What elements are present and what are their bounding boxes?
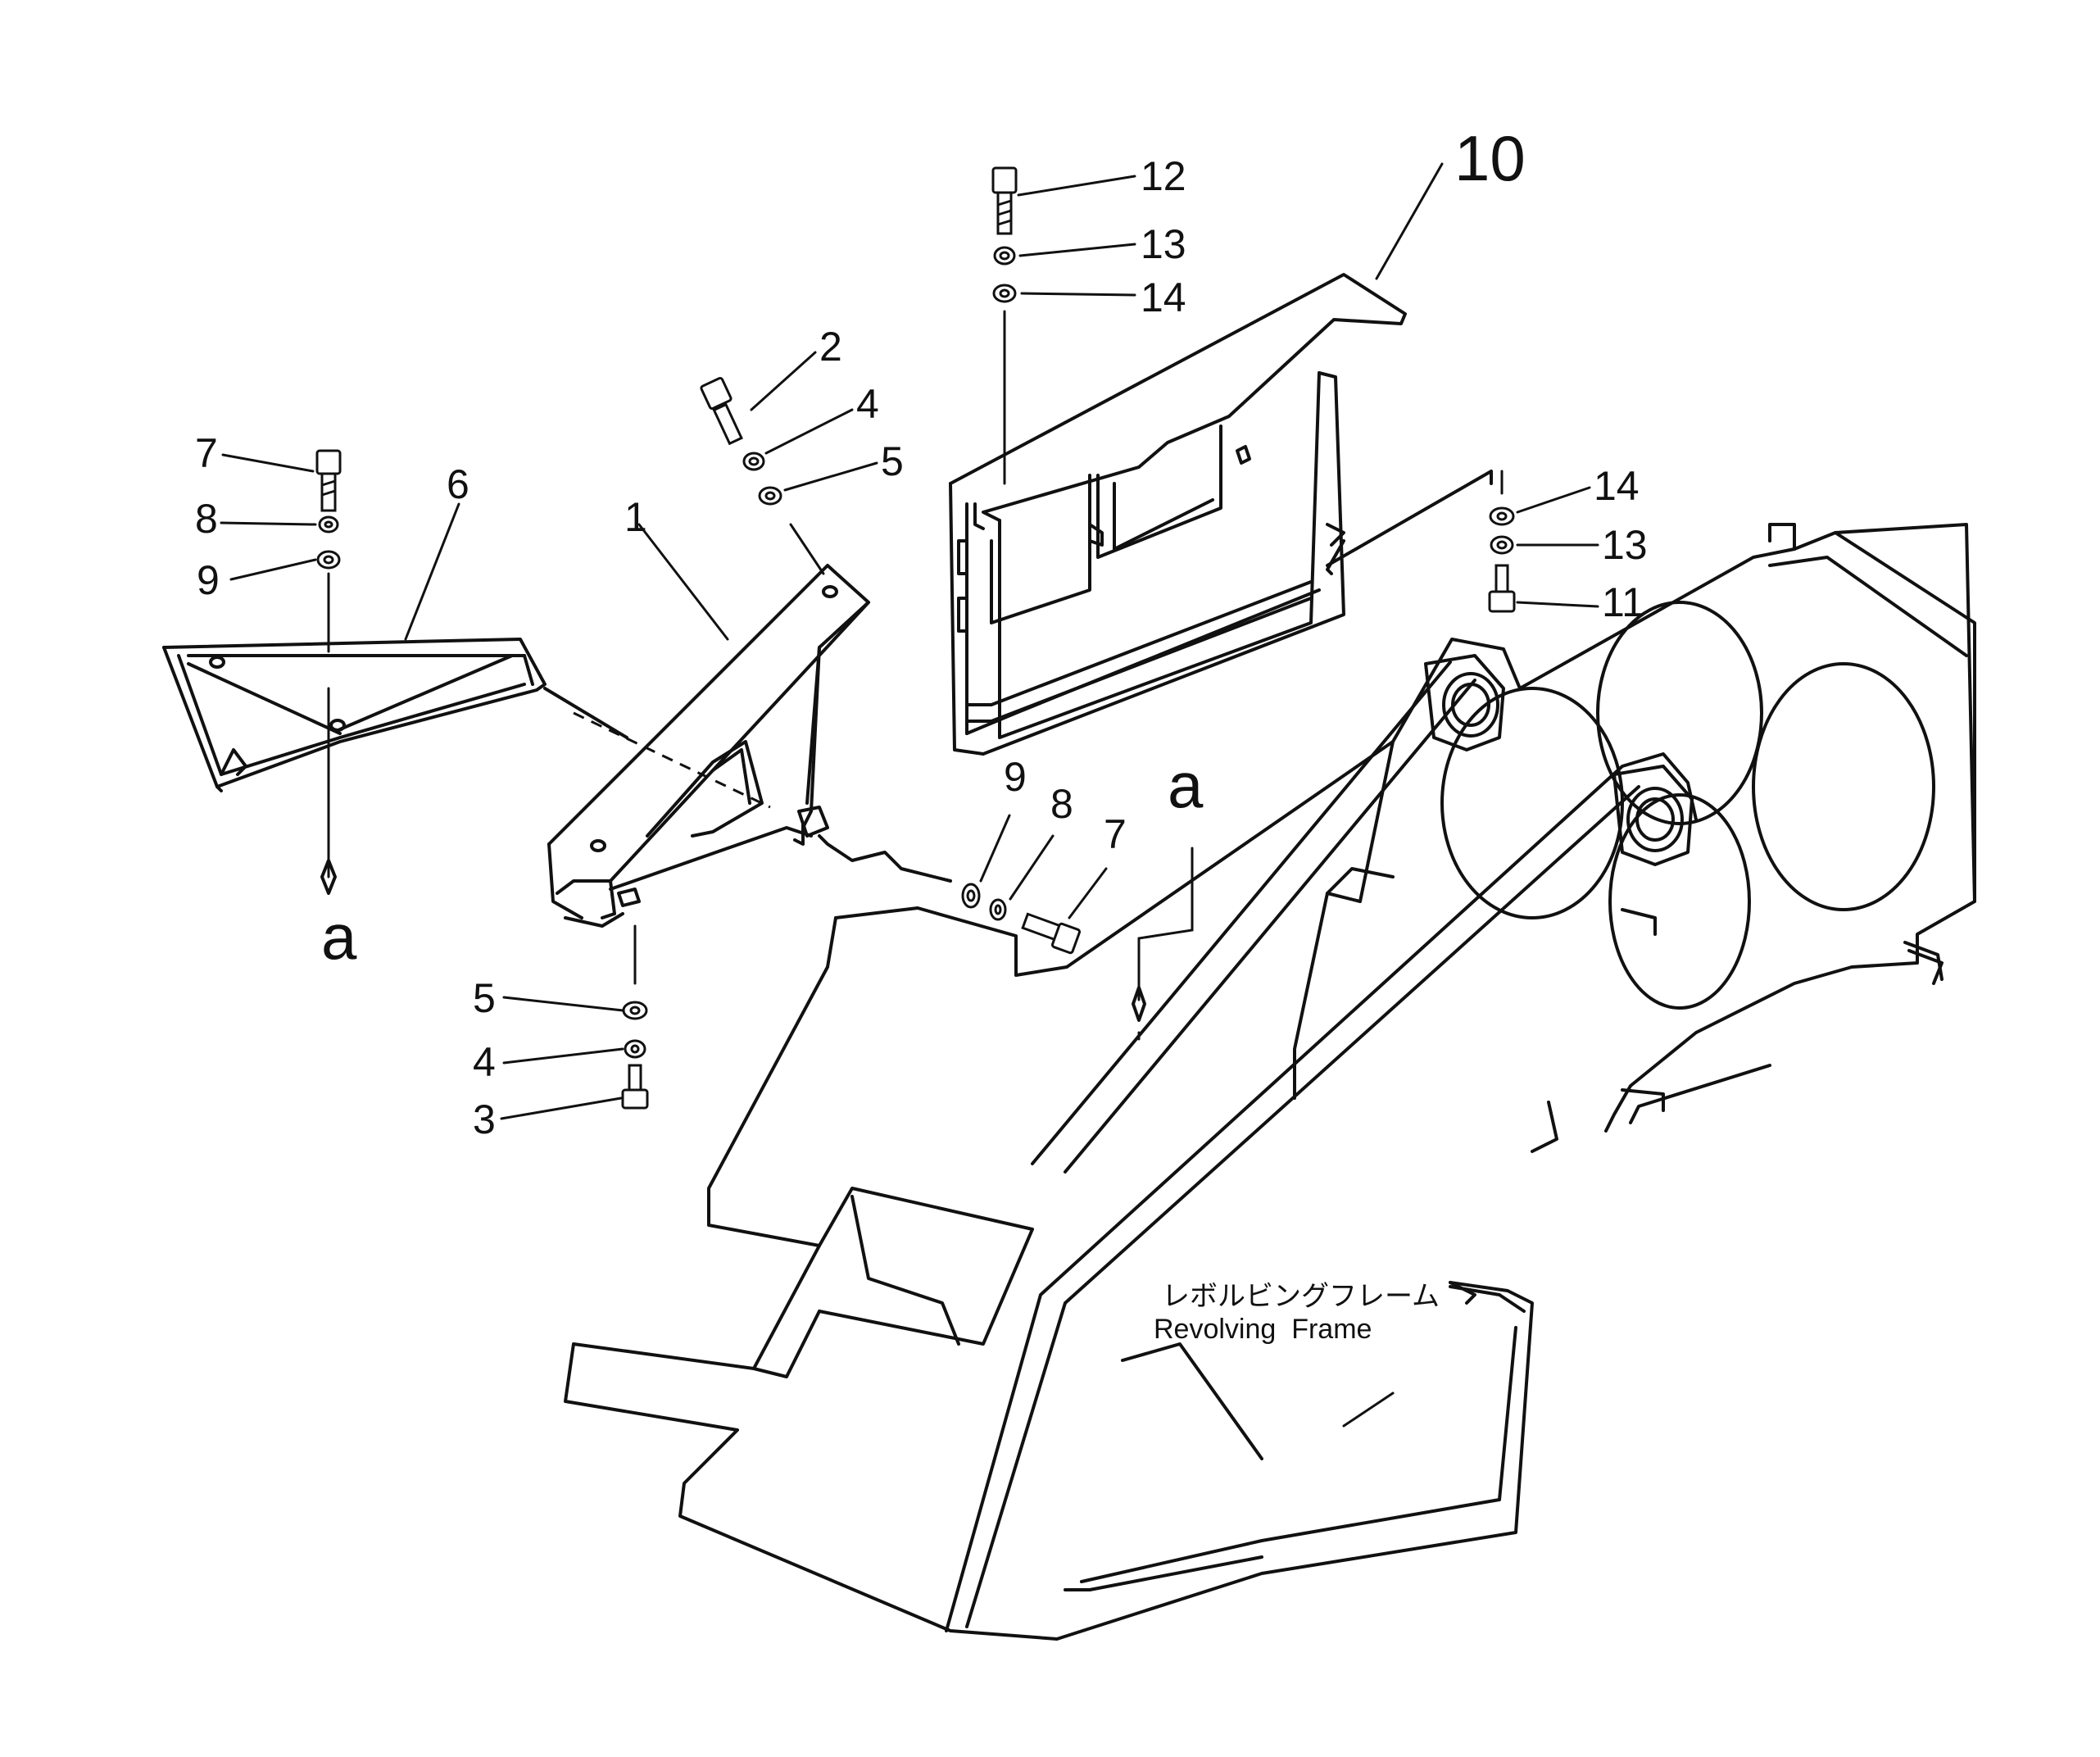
frame-label-jp: レボルビングフレーム <box>1162 1281 1440 1312</box>
washer-5-top <box>758 486 782 506</box>
callout-9-left: 9 <box>197 557 220 603</box>
callout-4-bottom: 4 <box>473 1039 496 1085</box>
bolt-3 <box>621 1064 649 1110</box>
callout-9-mid: 9 <box>1004 754 1027 800</box>
ref-a-center: a <box>1168 749 1204 821</box>
washer-4-top <box>742 452 765 471</box>
revolving-frame <box>564 523 1976 1641</box>
callout-labels: 12 13 14 10 2 4 5 1 6 7 8 9 5 4 3 9 8 7 … <box>195 122 1648 1142</box>
bolt-7-mid <box>1021 912 1082 955</box>
frame-label-en: Revolving Frame <box>1154 1314 1372 1345</box>
callout-4-top: 4 <box>856 381 879 427</box>
washer-8-left <box>318 515 339 533</box>
cover-panel-10 <box>949 273 1493 756</box>
leader-lines <box>220 162 1599 1120</box>
callout-11: 11 <box>1602 579 1644 625</box>
callout-6: 6 <box>447 461 469 507</box>
callout-13-right: 13 <box>1602 522 1648 568</box>
callout-7-mid: 7 <box>1104 811 1127 857</box>
callout-3: 3 <box>473 1096 496 1142</box>
washer-4-bottom <box>624 1039 646 1059</box>
ref-a-left: a <box>321 901 357 973</box>
bolt-2 <box>700 376 743 446</box>
callout-10: 10 <box>1454 122 1526 194</box>
plate-6 <box>162 638 628 792</box>
callout-1: 1 <box>624 494 647 540</box>
callout-5-top: 5 <box>881 438 904 484</box>
bolt-12 <box>991 166 1018 235</box>
washer-9-mid <box>961 883 981 909</box>
washer-13-right <box>1490 535 1514 555</box>
washer-14-right <box>1489 506 1515 526</box>
callout-8-left: 8 <box>195 496 218 542</box>
bolt-7-left <box>315 449 342 512</box>
washer-9-left <box>316 550 341 570</box>
washer-14-top <box>992 284 1017 303</box>
bolt-11 <box>1488 564 1516 613</box>
callout-5-bottom: 5 <box>473 975 496 1021</box>
callout-7-left: 7 <box>195 430 218 476</box>
washer-8-mid <box>989 898 1007 921</box>
bracket-1 <box>547 564 952 928</box>
callout-8-mid: 8 <box>1050 781 1073 827</box>
washer-13-top <box>993 246 1016 266</box>
callout-12: 12 <box>1141 153 1186 199</box>
callout-13-top: 13 <box>1141 221 1186 267</box>
callout-2: 2 <box>819 324 842 370</box>
callout-14-top: 14 <box>1141 275 1186 320</box>
callout-14-right: 14 <box>1594 463 1640 509</box>
washer-5-bottom <box>622 1001 648 1020</box>
